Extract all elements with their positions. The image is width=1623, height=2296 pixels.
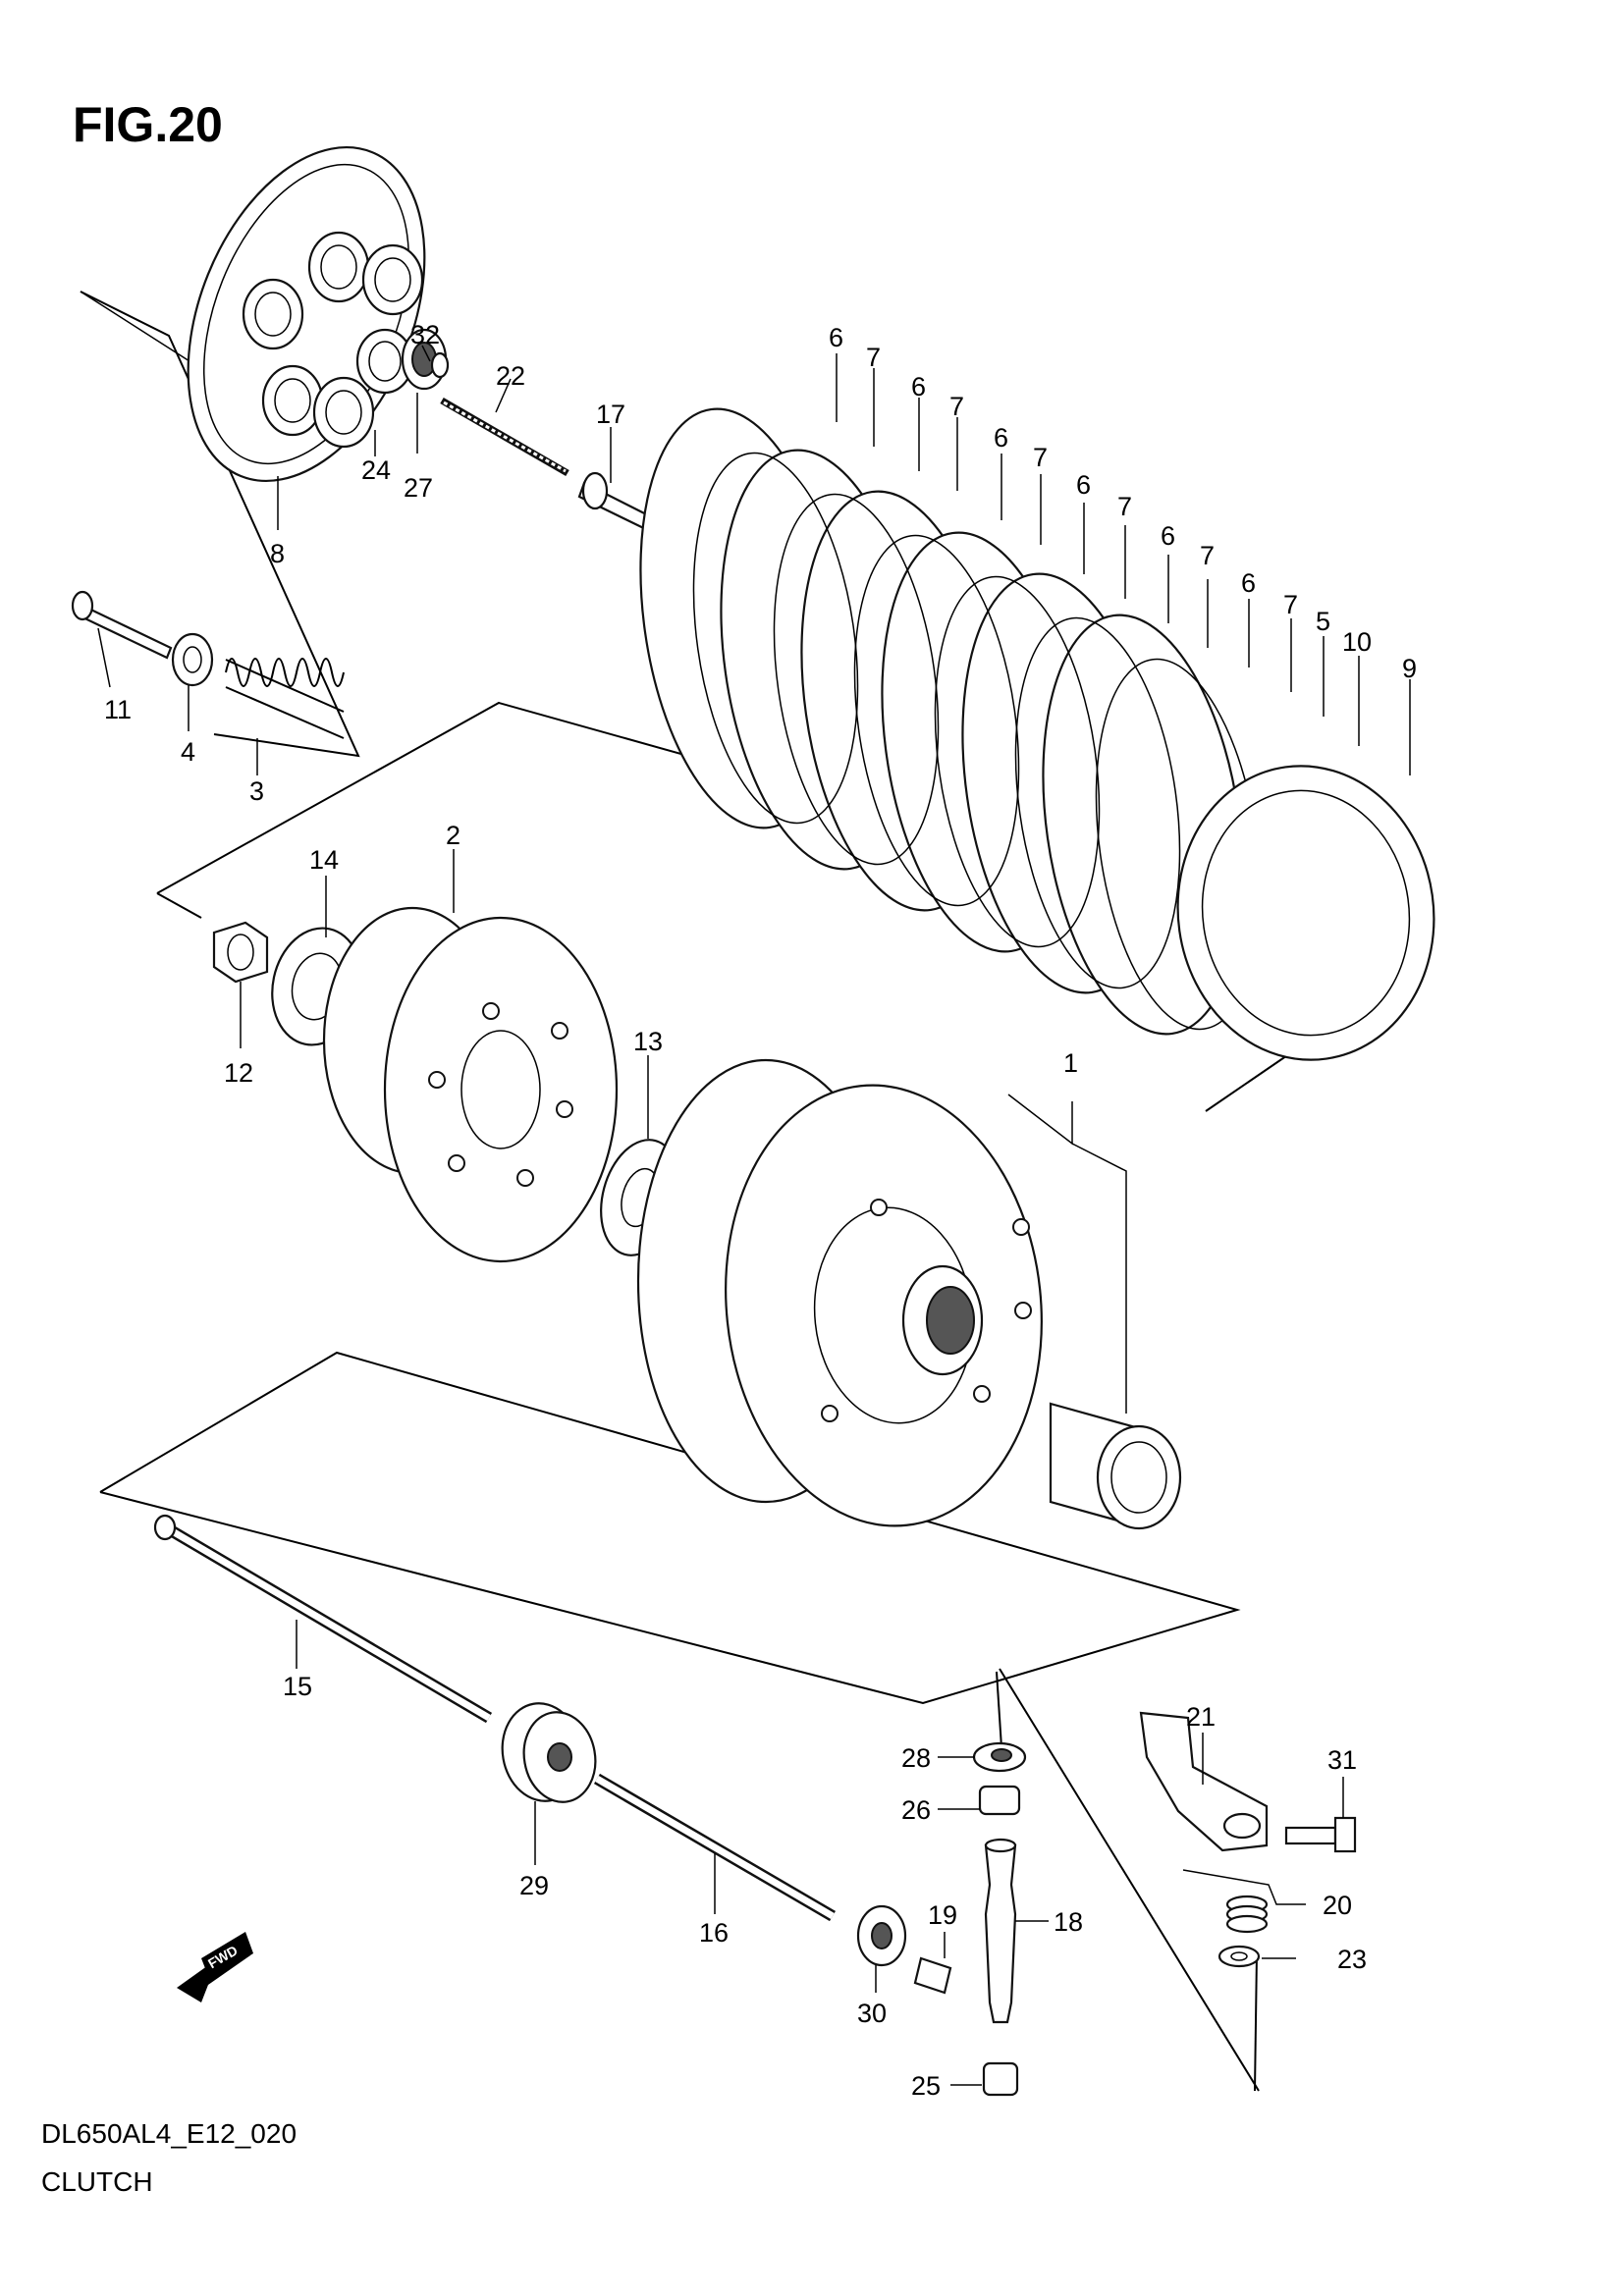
spring-seat-part-9[interactable]: [1159, 749, 1452, 1076]
callout-30[interactable]: 30: [857, 1999, 887, 2028]
callout-12[interactable]: 12: [224, 1058, 253, 1088]
callout-8[interactable]: 8: [270, 539, 285, 568]
callout-6[interactable]: 6: [1241, 568, 1256, 598]
bolt-part-31[interactable]: [1284, 1816, 1357, 1853]
spring-part-20[interactable]: [1225, 1895, 1269, 1934]
bearing-part-26[interactable]: [978, 1785, 1021, 1816]
nut-part-12[interactable]: [212, 921, 269, 984]
callout-26[interactable]: 26: [901, 1795, 931, 1825]
oil-seal-part-29[interactable]: [495, 1697, 603, 1808]
callout-6[interactable]: 6: [1161, 521, 1175, 551]
sleeve-part-1[interactable]: [1049, 1402, 1182, 1530]
callout-11[interactable]: 11: [104, 695, 132, 724]
callout-23[interactable]: 23: [1337, 1945, 1367, 1974]
callout-1[interactable]: 1: [1063, 1048, 1078, 1078]
clutch-plate-stack: [616, 396, 1452, 1076]
callout-6[interactable]: 6: [911, 372, 926, 401]
callout-28[interactable]: 28: [901, 1743, 931, 1773]
callout-4[interactable]: 4: [181, 737, 195, 767]
leader-lines: [97, 345, 1411, 2086]
push-rod-part-15[interactable]: [153, 1514, 493, 1724]
push-rod-part-16[interactable]: [593, 1773, 837, 1922]
callout-6[interactable]: 6: [994, 423, 1008, 453]
callout-7[interactable]: 7: [949, 392, 964, 421]
washer-part-4[interactable]: [171, 632, 214, 687]
callout-7[interactable]: 7: [1283, 590, 1298, 619]
callout-24[interactable]: 24: [361, 455, 391, 485]
callout-labels: 32 22 17 24 27 8 11 4 3 6 7 6 7 6 7 6 7 …: [104, 320, 1417, 2101]
callout-29[interactable]: 29: [519, 1871, 549, 1900]
callout-7[interactable]: 7: [1117, 492, 1132, 521]
callout-14[interactable]: 14: [309, 845, 339, 875]
clutch-hub-part-2[interactable]: [322, 906, 619, 1263]
callout-18[interactable]: 18: [1054, 1907, 1083, 1937]
washer-part-32[interactable]: [430, 351, 450, 379]
callout-10[interactable]: 10: [1342, 627, 1372, 657]
callout-2[interactable]: 2: [446, 821, 460, 850]
callout-27[interactable]: 27: [404, 473, 433, 503]
callout-31[interactable]: 31: [1327, 1745, 1357, 1775]
callout-22[interactable]: 22: [496, 361, 525, 391]
callout-17[interactable]: 17: [596, 400, 625, 429]
callout-19[interactable]: 19: [928, 1900, 957, 1930]
callout-9[interactable]: 9: [1402, 654, 1417, 683]
bearing-part-30[interactable]: [856, 1904, 907, 1967]
section-name: CLUTCH: [41, 2166, 153, 2197]
push-rod-part-22[interactable]: [440, 397, 569, 477]
bearing-part-28[interactable]: [972, 1741, 1027, 1773]
pin-part-19[interactable]: [913, 1956, 952, 1995]
callout-25[interactable]: 25: [911, 2071, 941, 2101]
group-outline-release: [996, 1668, 1260, 2092]
fwd-arrow-icon: FWD: [177, 1932, 253, 2002]
figure-title: FIG.20: [73, 97, 223, 152]
callout-20[interactable]: 20: [1323, 1891, 1352, 1920]
callout-13[interactable]: 13: [633, 1027, 663, 1056]
callout-16[interactable]: 16: [699, 1918, 729, 1948]
release-arm-part-21[interactable]: [1139, 1711, 1269, 1852]
bolt-part-11[interactable]: [71, 590, 173, 660]
callout-3[interactable]: 3: [249, 776, 264, 806]
bearing-part-25[interactable]: [982, 2061, 1019, 2097]
callout-7[interactable]: 7: [866, 343, 881, 372]
washer-part-23[interactable]: [1217, 1945, 1261, 1968]
pressure-plate-part-8[interactable]: [142, 113, 470, 516]
spring-part-3[interactable]: [225, 658, 345, 739]
callout-7[interactable]: 7: [1200, 541, 1215, 570]
primary-driven-gear-assy-part-1[interactable]: [636, 1058, 1063, 1541]
callout-6[interactable]: 6: [1076, 470, 1091, 500]
callout-21[interactable]: 21: [1186, 1702, 1216, 1732]
callout-15[interactable]: 15: [283, 1672, 312, 1701]
callout-32[interactable]: 32: [410, 320, 440, 349]
callout-7[interactable]: 7: [1033, 443, 1048, 472]
callout-5[interactable]: 5: [1316, 607, 1330, 636]
callout-6[interactable]: 6: [829, 323, 843, 352]
release-shaft-part-18[interactable]: [984, 1838, 1017, 2024]
group-outline-housing: [99, 1351, 1241, 1705]
diagram-code: DL650AL4_E12_020: [41, 2118, 298, 2149]
drive-plates-part-6[interactable]: [616, 396, 1268, 1046]
